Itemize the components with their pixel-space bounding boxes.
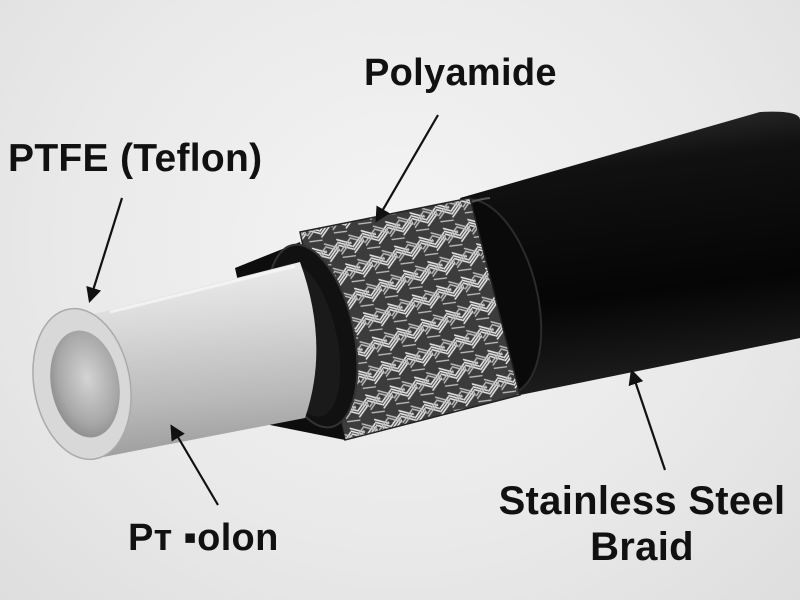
label-ptfe-bottom: Pт ▪olon <box>128 517 279 559</box>
label-ptfe-teflon: PTFE (Teflon) <box>8 137 263 180</box>
label-braid-line1: Stainless Steel <box>498 479 786 523</box>
ptfe-tube <box>32 262 317 461</box>
label-braid-line2: Braid <box>590 525 694 569</box>
arrow-braid <box>628 369 667 471</box>
label-stainless-steel-braid: Stainless Steel Braid <box>492 478 792 570</box>
arrow-ptfe-top <box>86 197 124 303</box>
annotation-arrows <box>86 114 667 506</box>
arrow-ptfe-bottom <box>170 424 219 506</box>
label-polyamide: Polyamide <box>364 52 557 94</box>
arrow-polyamide <box>375 114 439 223</box>
